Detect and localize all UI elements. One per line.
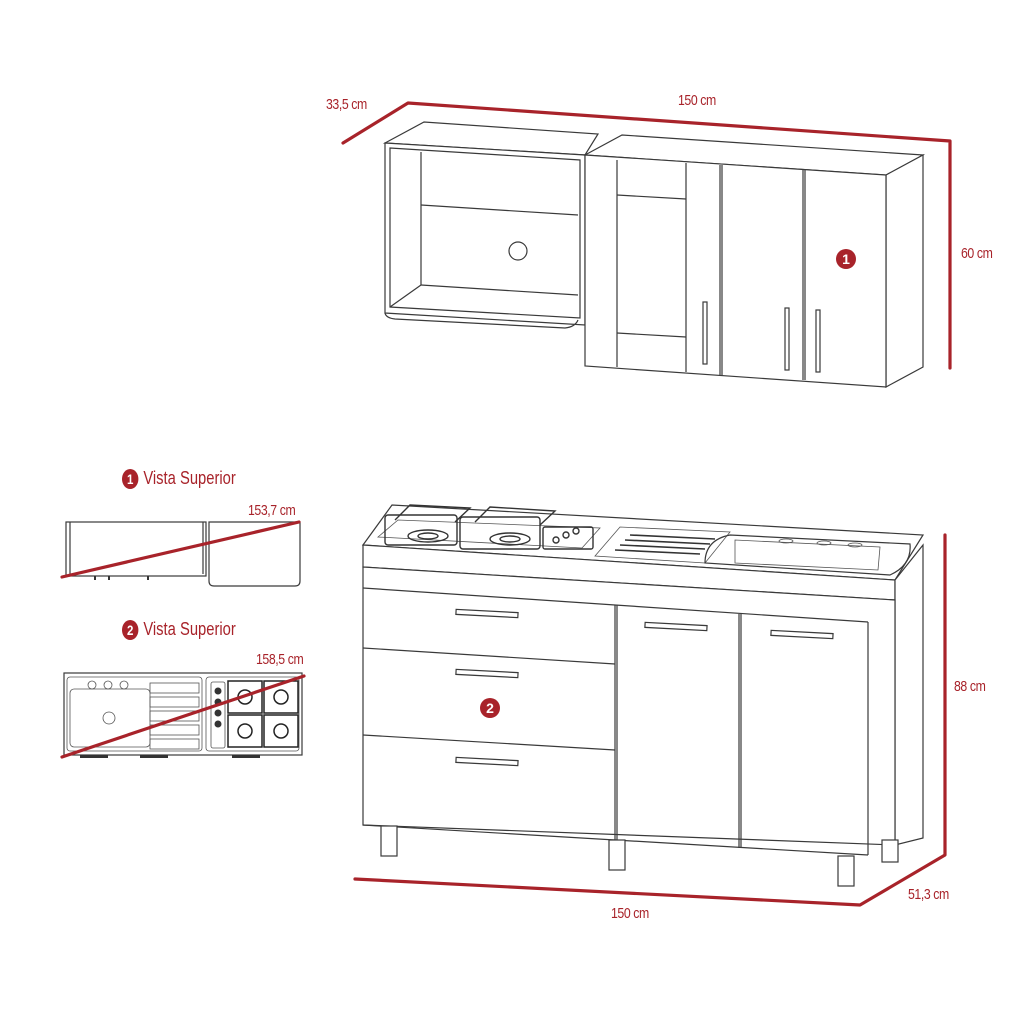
top-view-1-badge: 1	[122, 468, 139, 489]
cable-hole	[508, 241, 528, 261]
upper-depth-label: 33,5 cm	[326, 96, 367, 113]
top-view-2-title: 2 Vista Superior	[122, 619, 236, 640]
upper-cabinet	[382, 121, 926, 389]
top-view-2-dimension-line	[60, 674, 306, 759]
lower-width-label: 150 cm	[611, 905, 649, 922]
top-view-1-drawing	[65, 521, 301, 587]
lower-depth-label: 51,3 cm	[908, 886, 949, 903]
lower-cabinet	[361, 504, 925, 887]
upper-width-label: 150 cm	[678, 92, 716, 109]
top-view-2-dim-label: 158,5 cm	[256, 651, 304, 668]
top-view-2-title-text: Vista Superior	[143, 619, 236, 639]
top-view-2-drawing	[63, 672, 303, 758]
lower-dimension-lines	[353, 533, 947, 907]
top-view-1-title: 1 Vista Superior	[122, 468, 236, 489]
top-view-2-badge: 2	[122, 619, 139, 640]
top-view-1-dim-label: 153,7 cm	[248, 502, 296, 519]
lower-height-label: 88 cm	[954, 678, 986, 695]
upper-dimension-lines	[341, 101, 952, 370]
top-view-1-dimension-line	[60, 520, 301, 579]
upper-cabinet-badge: 1	[836, 249, 856, 269]
upper-height-label: 60 cm	[961, 245, 993, 262]
lower-cabinet-badge: 2	[480, 698, 500, 718]
top-view-1-title-text: Vista Superior	[143, 468, 236, 488]
